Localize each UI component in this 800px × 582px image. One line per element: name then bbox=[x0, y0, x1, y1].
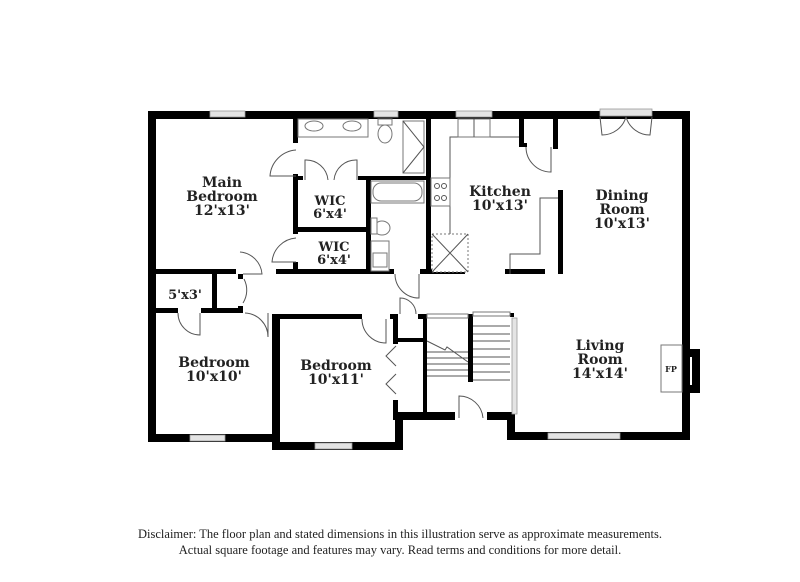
windows bbox=[189, 108, 653, 450]
room-labels: Main Bedroom 12'x13' WIC 6'x4' WIC 6'x4'… bbox=[168, 175, 677, 388]
doors bbox=[177, 116, 653, 419]
dining-room-label: Dining bbox=[596, 188, 649, 204]
living-room-label: Living bbox=[576, 338, 625, 354]
bedroom-1-label: Bedroom bbox=[178, 355, 250, 371]
bedroom-2-label: Bedroom bbox=[300, 358, 372, 374]
dining-room-dims: 10'x13' bbox=[594, 216, 650, 232]
kitchen-dims: 10'x13' bbox=[472, 198, 528, 214]
wic-1-dims: 6'x4' bbox=[313, 207, 347, 222]
interior-walls bbox=[156, 119, 563, 420]
disclaimer-line-1: Disclaimer: The floor plan and stated di… bbox=[138, 527, 662, 541]
main-bedroom-label-2: Bedroom bbox=[186, 189, 258, 205]
bedroom-1-dims: 10'x10' bbox=[186, 369, 242, 385]
fixtures bbox=[297, 118, 683, 415]
wic-2-label: WIC bbox=[317, 240, 349, 255]
living-room-dims: 14'x14' bbox=[572, 366, 628, 382]
wic-1-label: WIC bbox=[313, 194, 345, 209]
bedroom-2-dims: 10'x11' bbox=[308, 372, 364, 388]
fireplace-label: FP bbox=[665, 364, 677, 374]
kitchen-label: Kitchen bbox=[469, 184, 531, 200]
main-bedroom-dims: 12'x13' bbox=[194, 203, 250, 219]
disclaimer: Disclaimer: The floor plan and stated di… bbox=[0, 526, 800, 558]
main-bedroom-label: Main bbox=[202, 175, 242, 191]
disclaimer-line-2: Actual square footage and features may v… bbox=[178, 543, 622, 557]
closet-dims: 5'x3' bbox=[168, 288, 202, 303]
dining-room-label-2: Room bbox=[599, 202, 644, 218]
living-room-label-2: Room bbox=[577, 352, 622, 368]
wic-2-dims: 6'x4' bbox=[317, 253, 351, 268]
